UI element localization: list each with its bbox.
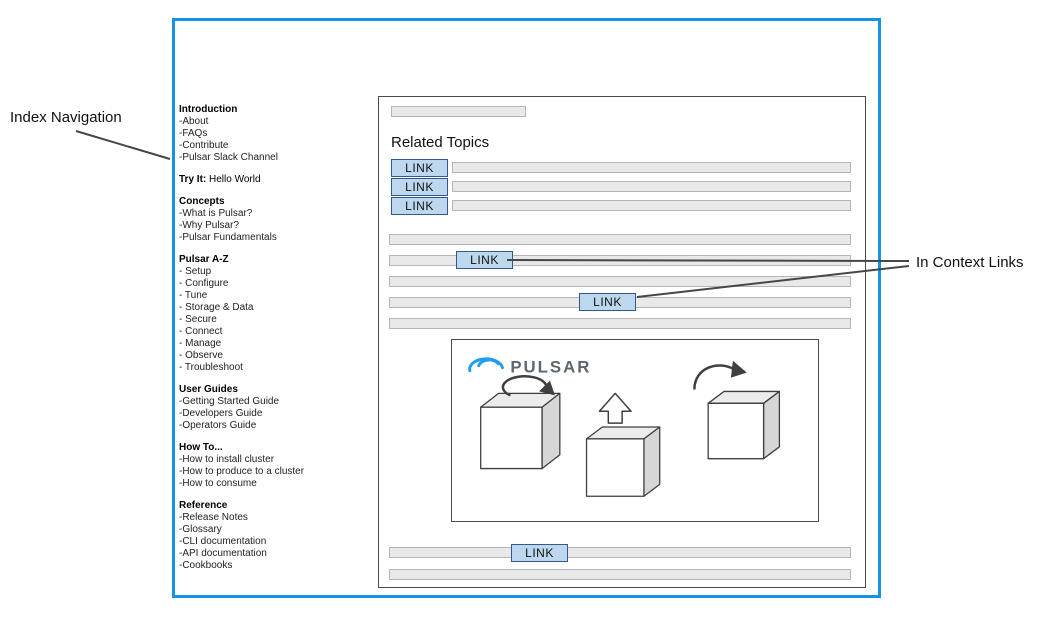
bottom-link[interactable]: LINK	[511, 544, 568, 562]
curved-arrow-icon	[693, 360, 747, 390]
cube-1	[480, 392, 561, 470]
nav-item[interactable]: -What is Pulsar?	[179, 208, 253, 219]
in-context-link-1[interactable]: LINK	[456, 251, 513, 269]
nav-item[interactable]: - Configure	[179, 278, 229, 289]
annotation-in-context-links: In Context Links	[916, 254, 1024, 271]
nav-item[interactable]: -Operators Guide	[179, 420, 257, 431]
nav-item[interactable]: - Observe	[179, 350, 223, 361]
content-area: Related Topics LINK LINK LINK LINK LINK	[378, 96, 866, 588]
nav-item[interactable]: - Setup	[179, 266, 212, 277]
nav-section-title: User Guides	[179, 384, 238, 395]
pulsar-logo: PULSAR	[468, 357, 591, 377]
nav-item[interactable]: -Developers Guide	[179, 408, 263, 419]
nav-item[interactable]: - Secure	[179, 314, 217, 325]
nav-item[interactable]: - Storage & Data	[179, 302, 254, 313]
text-placeholder-bar	[452, 200, 851, 211]
text-placeholder-bar	[389, 234, 851, 245]
nav-item[interactable]: -Pulsar Fundamentals	[179, 232, 277, 243]
nav-item[interactable]: -Getting Started Guide	[179, 396, 280, 407]
leader-line-index-navigation	[75, 130, 171, 160]
nav-item[interactable]: -About	[179, 116, 209, 127]
in-context-link-2[interactable]: LINK	[579, 293, 636, 311]
nav-item[interactable]: - Connect	[179, 326, 223, 337]
nav-item[interactable]: -CLI documentation	[179, 536, 267, 547]
browser-frame: Introduction-About-FAQs-Contribute-Pulsa…	[172, 18, 881, 598]
nav-item[interactable]: -Cookbooks	[179, 560, 233, 571]
pulsar-logo-text: PULSAR	[510, 358, 591, 377]
nav-section-title: Concepts	[179, 196, 225, 207]
nav-item[interactable]: -How to produce to a cluster	[179, 466, 305, 477]
nav-item[interactable]: - Troubleshoot	[179, 362, 243, 373]
page-title-placeholder-bar	[391, 106, 526, 117]
text-placeholder-bar	[452, 181, 851, 192]
rotate-arrow-icon	[501, 375, 555, 397]
nav-section-title: Reference	[179, 500, 228, 511]
nav-item[interactable]: - Tune	[179, 290, 208, 301]
text-placeholder-bar	[389, 318, 851, 329]
nav-item[interactable]: -Contribute	[179, 140, 229, 151]
pulsar-diagram: PULSAR	[468, 357, 781, 497]
nav-section-title: Try It: Hello World	[179, 174, 261, 185]
nav-item[interactable]: -API documentation	[179, 548, 267, 559]
nav-item[interactable]: - Manage	[179, 338, 222, 349]
text-placeholder-bar	[389, 569, 851, 580]
nav-item[interactable]: -Why Pulsar?	[179, 220, 240, 231]
nav-section-title-suffix: Hello World	[206, 174, 261, 185]
nav-item[interactable]: -FAQs	[179, 128, 208, 139]
nav-section-title: Introduction	[179, 104, 238, 115]
nav-item[interactable]: -Release Notes	[179, 512, 248, 523]
related-topic-link-2[interactable]: LINK	[391, 178, 448, 196]
nav-section-title: Pulsar A-Z	[179, 254, 229, 265]
nav-section-title: How To...	[179, 442, 223, 453]
annotation-index-navigation: Index Navigation	[10, 109, 122, 126]
cube-3	[707, 390, 781, 460]
related-topics-heading: Related Topics	[391, 134, 490, 151]
cube-2	[585, 426, 661, 497]
up-arrow-icon	[598, 392, 632, 424]
related-topic-link-1[interactable]: LINK	[391, 159, 448, 177]
nav-item[interactable]: -How to consume	[179, 478, 257, 489]
sidebar-nav: Introduction-About-FAQs-Contribute-Pulsa…	[179, 104, 375, 582]
text-placeholder-bar	[389, 547, 851, 558]
text-placeholder-bar	[452, 162, 851, 173]
text-placeholder-bar	[389, 276, 851, 287]
nav-item[interactable]: -Pulsar Slack Channel	[179, 152, 278, 163]
nav-item[interactable]: -Glossary	[179, 524, 222, 535]
nav-item[interactable]: -How to install cluster	[179, 454, 275, 465]
related-topic-link-3[interactable]: LINK	[391, 197, 448, 215]
pulsar-illustration-box: PULSAR	[451, 339, 819, 522]
